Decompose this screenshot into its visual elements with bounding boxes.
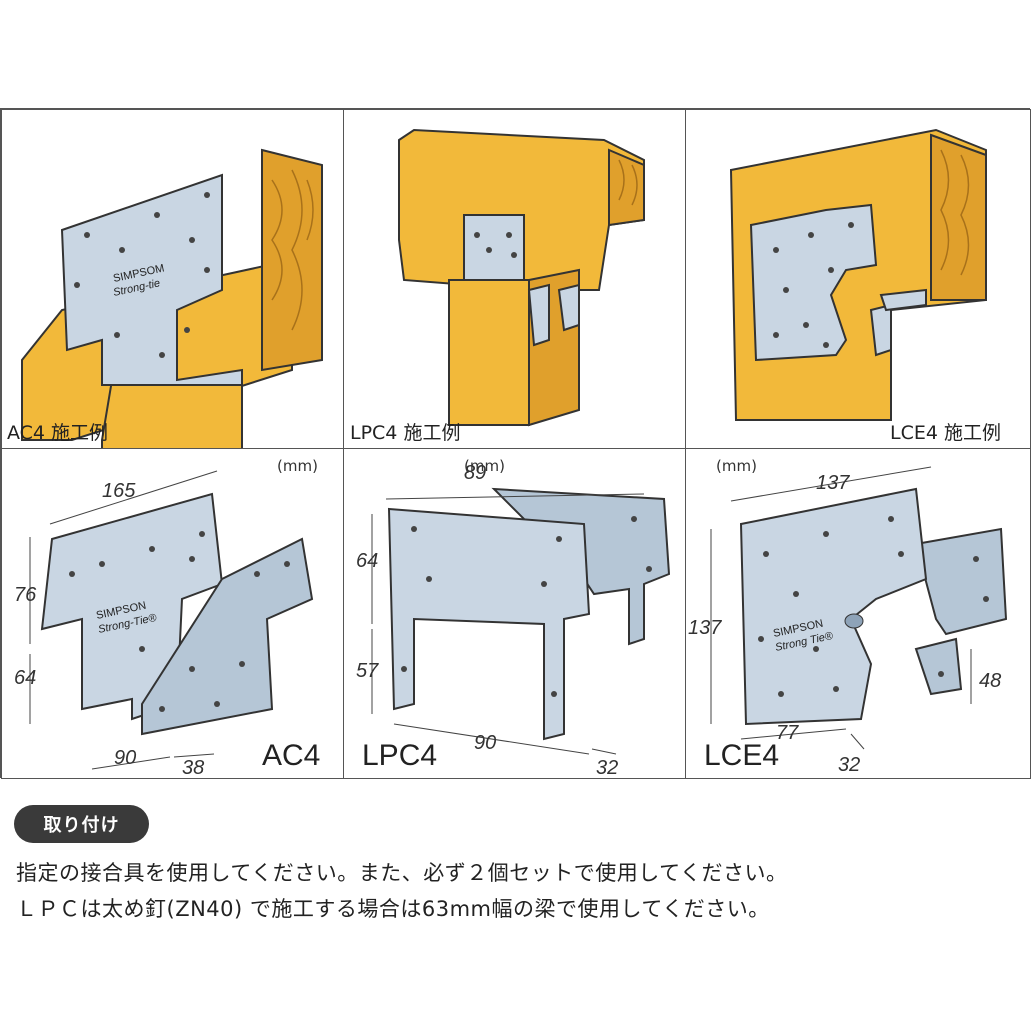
lce4-install-panel: LCE4 施工例 — [685, 109, 1031, 449]
lce4-dim-bottom: 77 — [776, 722, 799, 744]
install-note-line1: 指定の接合具を使用してください。また、必ず２個セットで使用してください。 — [16, 861, 788, 885]
lpc4-dim-depth: 32 — [596, 757, 618, 779]
ac4-dim-width: 165 — [102, 480, 136, 502]
ac4-model-label: AC4 — [262, 739, 321, 772]
lce4-dim-top: 137 — [816, 472, 850, 494]
lce4-install-illustration — [729, 128, 987, 421]
lpc4-install-illustration — [398, 128, 645, 427]
lpc4-dimension-panel: 89 64 57 90 32 (mm) LPC4 — [343, 448, 686, 779]
lpc4-install-panel: LPC4 施工例 — [343, 109, 686, 449]
lpc4-dim-upper: 64 — [356, 550, 378, 572]
lpc4-dim-top: 89 — [464, 462, 486, 484]
lce4-model-label: LCE4 — [704, 739, 780, 772]
lpc4-dimension-drawing: 89 64 57 90 32 — [356, 462, 671, 779]
lce4-dimension-drawing: SIMPSON Strong Tie® 137 137 77 32 48 — [688, 466, 1008, 776]
ac4-install-caption: AC4 施工例 — [7, 422, 109, 444]
lce4-dim-tab: 48 — [979, 670, 1001, 692]
ac4-unit: (mm) — [277, 457, 318, 475]
ac4-install-panel: SIMPSOM Strong-tie AC4 施工例 — [1, 109, 344, 449]
ac4-install-illustration: SIMPSOM Strong-tie — [21, 148, 323, 448]
lce4-dim-height: 137 — [688, 617, 722, 639]
lce4-unit: (mm) — [716, 457, 757, 475]
install-badge: 取り付け — [14, 805, 149, 843]
lce4-install-caption: LCE4 施工例 — [890, 422, 1001, 444]
ac4-dim-lower: 64 — [14, 667, 36, 689]
ac4-dim-upper: 76 — [14, 584, 37, 606]
ac4-dim-side: 38 — [182, 757, 204, 779]
ac4-dimension-drawing: SIMPSON Strong-Tie® 165 76 64 90 38 — [14, 470, 314, 779]
lce4-dim-offset: 32 — [838, 754, 860, 776]
ac4-dimension-panel: SIMPSON Strong-Tie® 165 76 64 90 38 (mm)… — [1, 448, 344, 779]
ac4-dim-bottom: 90 — [114, 747, 136, 769]
lpc4-install-caption: LPC4 施工例 — [350, 422, 461, 444]
lce4-dimension-panel: SIMPSON Strong Tie® 137 137 77 32 48 (mm… — [685, 448, 1031, 779]
lpc4-unit: (mm) — [464, 457, 505, 475]
lpc4-dim-lower: 57 — [356, 660, 379, 682]
product-grid: SIMPSOM Strong-tie AC4 施工例 LPC4 施工例 — [0, 108, 1031, 779]
lpc4-model-label: LPC4 — [362, 739, 438, 772]
install-note-line2: ＬＰＣは太め釘(ZN40) で施工する場合は63mm幅の梁で使用してください。 — [16, 897, 770, 921]
lpc4-dim-bottom: 90 — [474, 732, 496, 754]
